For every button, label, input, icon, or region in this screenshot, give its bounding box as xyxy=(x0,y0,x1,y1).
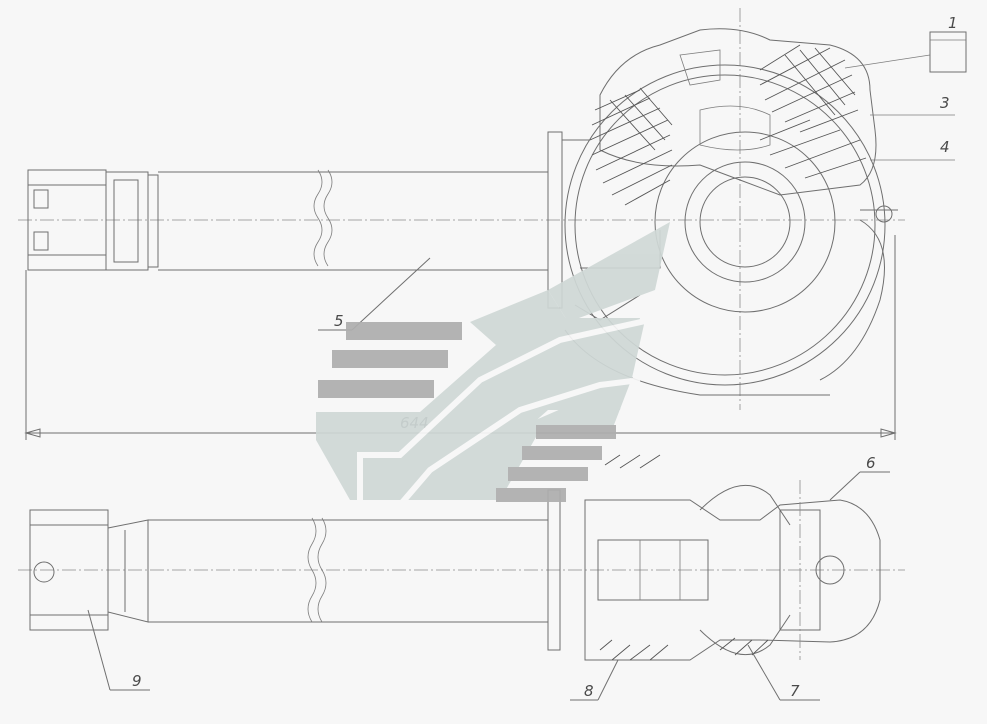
top-housing xyxy=(564,8,967,410)
callout-8: 8 xyxy=(584,682,594,700)
callout-4: 4 xyxy=(940,138,950,156)
callout-9: 9 xyxy=(132,672,142,690)
watermark-logo xyxy=(316,222,670,507)
leader-5: 5 xyxy=(318,257,431,331)
callout-3: 3 xyxy=(940,94,950,112)
top-shaft xyxy=(18,131,905,309)
bottom-shaft xyxy=(18,454,905,661)
callout-5: 5 xyxy=(334,312,344,330)
callout-7: 7 xyxy=(790,682,800,700)
callout-1: 1 xyxy=(948,14,958,32)
callout-6: 6 xyxy=(866,454,876,472)
bottom-leaders: 9 8 7 6 xyxy=(87,454,890,701)
